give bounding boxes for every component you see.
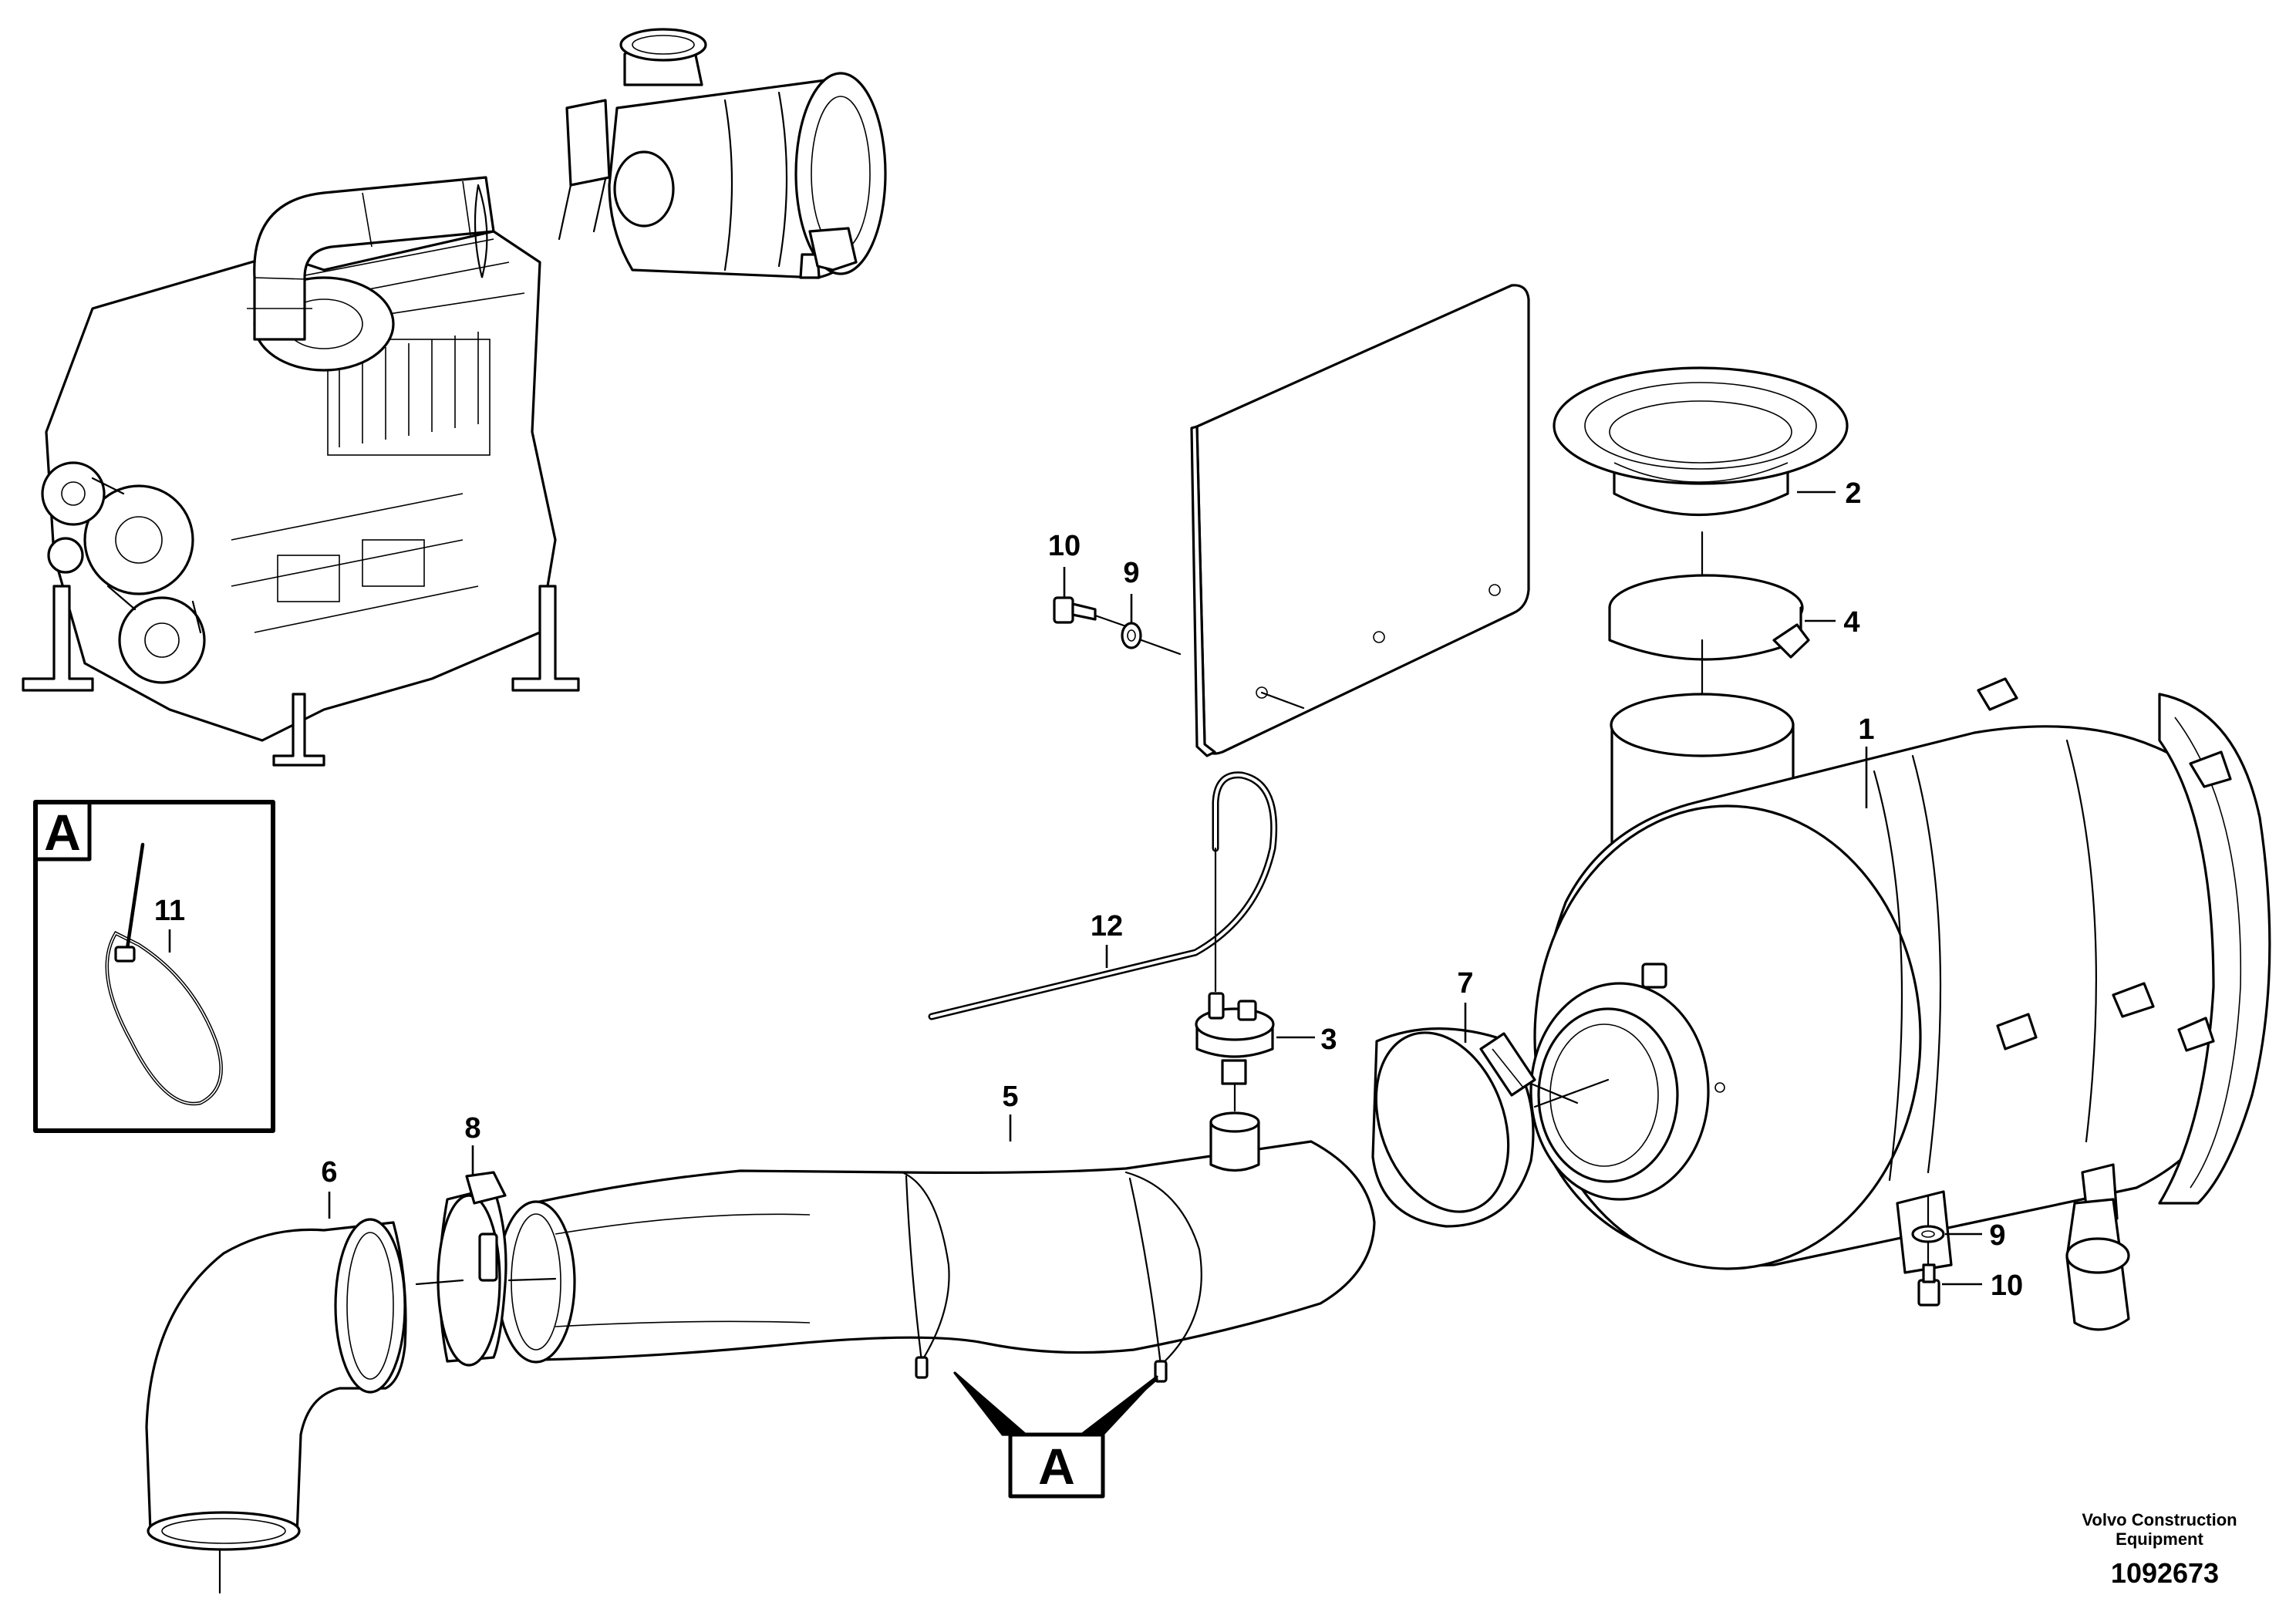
hose-clamp-part-8 — [437, 1171, 507, 1367]
bolt-part-10-top — [1053, 596, 1097, 624]
bolt-part-10-bottom — [1917, 1263, 1940, 1307]
washer-part-9-bottom — [1911, 1225, 1945, 1243]
inlet-cap-part-2 — [1553, 366, 1849, 517]
washer-part-9-top — [1121, 622, 1142, 649]
callout-1: 1 — [1858, 713, 1874, 746]
callout-10-top: 10 — [1048, 530, 1081, 562]
pipe-axis — [415, 1277, 557, 1286]
engine-overview-illustration — [22, 28, 887, 767]
clamp-part-7 — [1371, 1027, 1536, 1228]
callout-9-top: 9 — [1123, 557, 1139, 589]
drawing-number: 1092673 — [2111, 1557, 2219, 1589]
callout-5: 5 — [1002, 1081, 1018, 1113]
vacuum-indicator-part-3 — [1195, 992, 1275, 1085]
callout-7: 7 — [1457, 967, 1473, 1000]
callout-4: 4 — [1843, 606, 1859, 639]
callout-9-bottom: 9 — [1989, 1219, 2005, 1252]
vacuum-hose-part-12 — [928, 771, 1278, 1020]
callout-12: 12 — [1091, 910, 1123, 943]
callout-10-bottom: 10 — [1991, 1270, 2023, 1302]
callout-2: 2 — [1845, 477, 1861, 510]
callout-numbers: 1 2 3 4 5 6 7 8 9 9 10 10 11 12 — [154, 477, 2023, 1302]
detail-view-letter: A — [44, 804, 81, 861]
detail-reference-a: A — [953, 1371, 1158, 1499]
plate-hole-axis — [1260, 691, 1305, 710]
callout-8: 8 — [464, 1112, 480, 1145]
cable-tie-part-11 — [105, 842, 223, 1106]
callout-11: 11 — [154, 895, 185, 927]
callout-6: 6 — [321, 1156, 337, 1189]
bolt-axis-line — [1094, 614, 1182, 656]
leader-lines — [168, 491, 1982, 1286]
callout-3: 3 — [1320, 1023, 1337, 1056]
brand-line-1: Volvo Construction — [2082, 1510, 2237, 1529]
air-filter-housing-part-1 — [1529, 677, 2271, 1331]
footer-brand-block: Volvo Construction Equipment 1092673 — [2082, 1510, 2237, 1589]
elbow-part-6 — [145, 1218, 407, 1551]
detail-reference-letter: A — [1038, 1438, 1075, 1495]
mounting-plate — [1190, 284, 1530, 757]
intake-pipe-part-5 — [496, 1111, 1376, 1383]
brand-line-2: Equipment — [2116, 1529, 2203, 1549]
clamp-axis — [1529, 1078, 1610, 1108]
detail-view-a: A — [33, 800, 275, 1133]
clamp-band-part-4 — [1608, 574, 1810, 661]
engine-fins — [327, 332, 491, 456]
